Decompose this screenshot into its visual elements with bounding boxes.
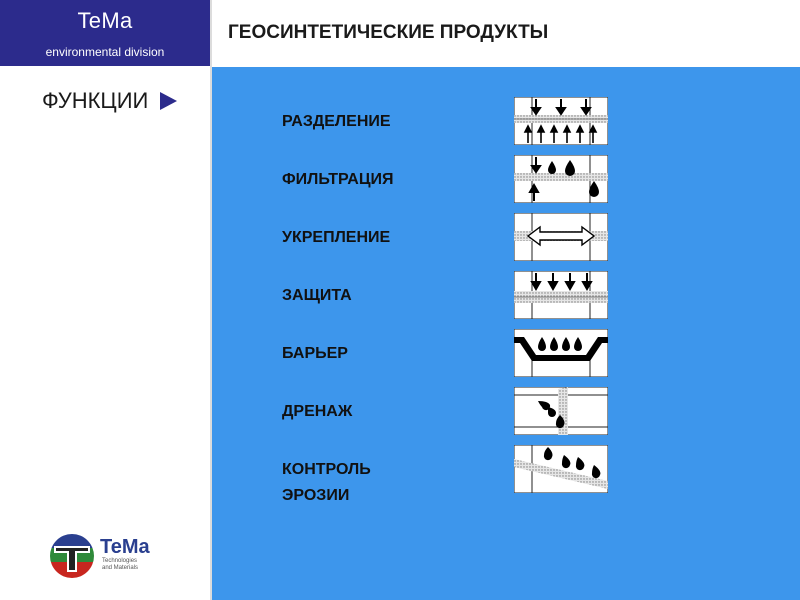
- logo-name: TeMa: [100, 536, 150, 558]
- function-label-filtration: ФИЛЬТРАЦИЯ: [282, 171, 394, 188]
- function-label-drainage: ДРЕНАЖ: [282, 403, 353, 420]
- function-label-erosion-line2: ЭРОЗИИ: [282, 487, 350, 504]
- function-label-erosion-control: КОНТРОЛЬ ЭРОЗИИ: [282, 457, 371, 509]
- logo-tagline-1: Technologies: [102, 558, 138, 564]
- function-label-erosion-line1: КОНТРОЛЬ: [282, 461, 371, 478]
- logo-tagline-2: and Materials: [102, 565, 139, 571]
- barrier-icon: [514, 329, 608, 377]
- brand-subtitle: environmental division: [45, 45, 165, 59]
- reinforcement-icon: [514, 213, 608, 261]
- function-label-barrier: БАРЬЕР: [282, 345, 348, 362]
- page-title: ГЕОСИНТЕТИЧЕСКИЕ ПРОДУКТЫ: [228, 22, 549, 43]
- separation-icon: [514, 97, 608, 145]
- divider: [210, 0, 212, 600]
- filtration-icon: [514, 155, 608, 203]
- play-arrow-icon: [160, 92, 178, 110]
- drainage-icon: [514, 387, 608, 435]
- tema-logo-mark-icon: [50, 534, 94, 578]
- section-label-text: ФУНКЦИИ: [42, 88, 149, 113]
- erosion-control-icon: [514, 445, 608, 493]
- function-label-reinforcement: УКРЕПЛЕНИЕ: [282, 229, 391, 246]
- protection-icon: [514, 271, 608, 319]
- tema-logo: TeMa Technologies and Materials: [48, 530, 158, 582]
- function-label-protection: ЗАЩИТА: [282, 287, 352, 304]
- functions-panel: [212, 67, 800, 600]
- function-label-separation: РАЗДЕЛЕНИЕ: [282, 113, 391, 130]
- brand-name: TeMa: [77, 8, 133, 33]
- brand-header: TeMa environmental division: [0, 0, 210, 66]
- section-label: ФУНКЦИИ: [42, 88, 178, 114]
